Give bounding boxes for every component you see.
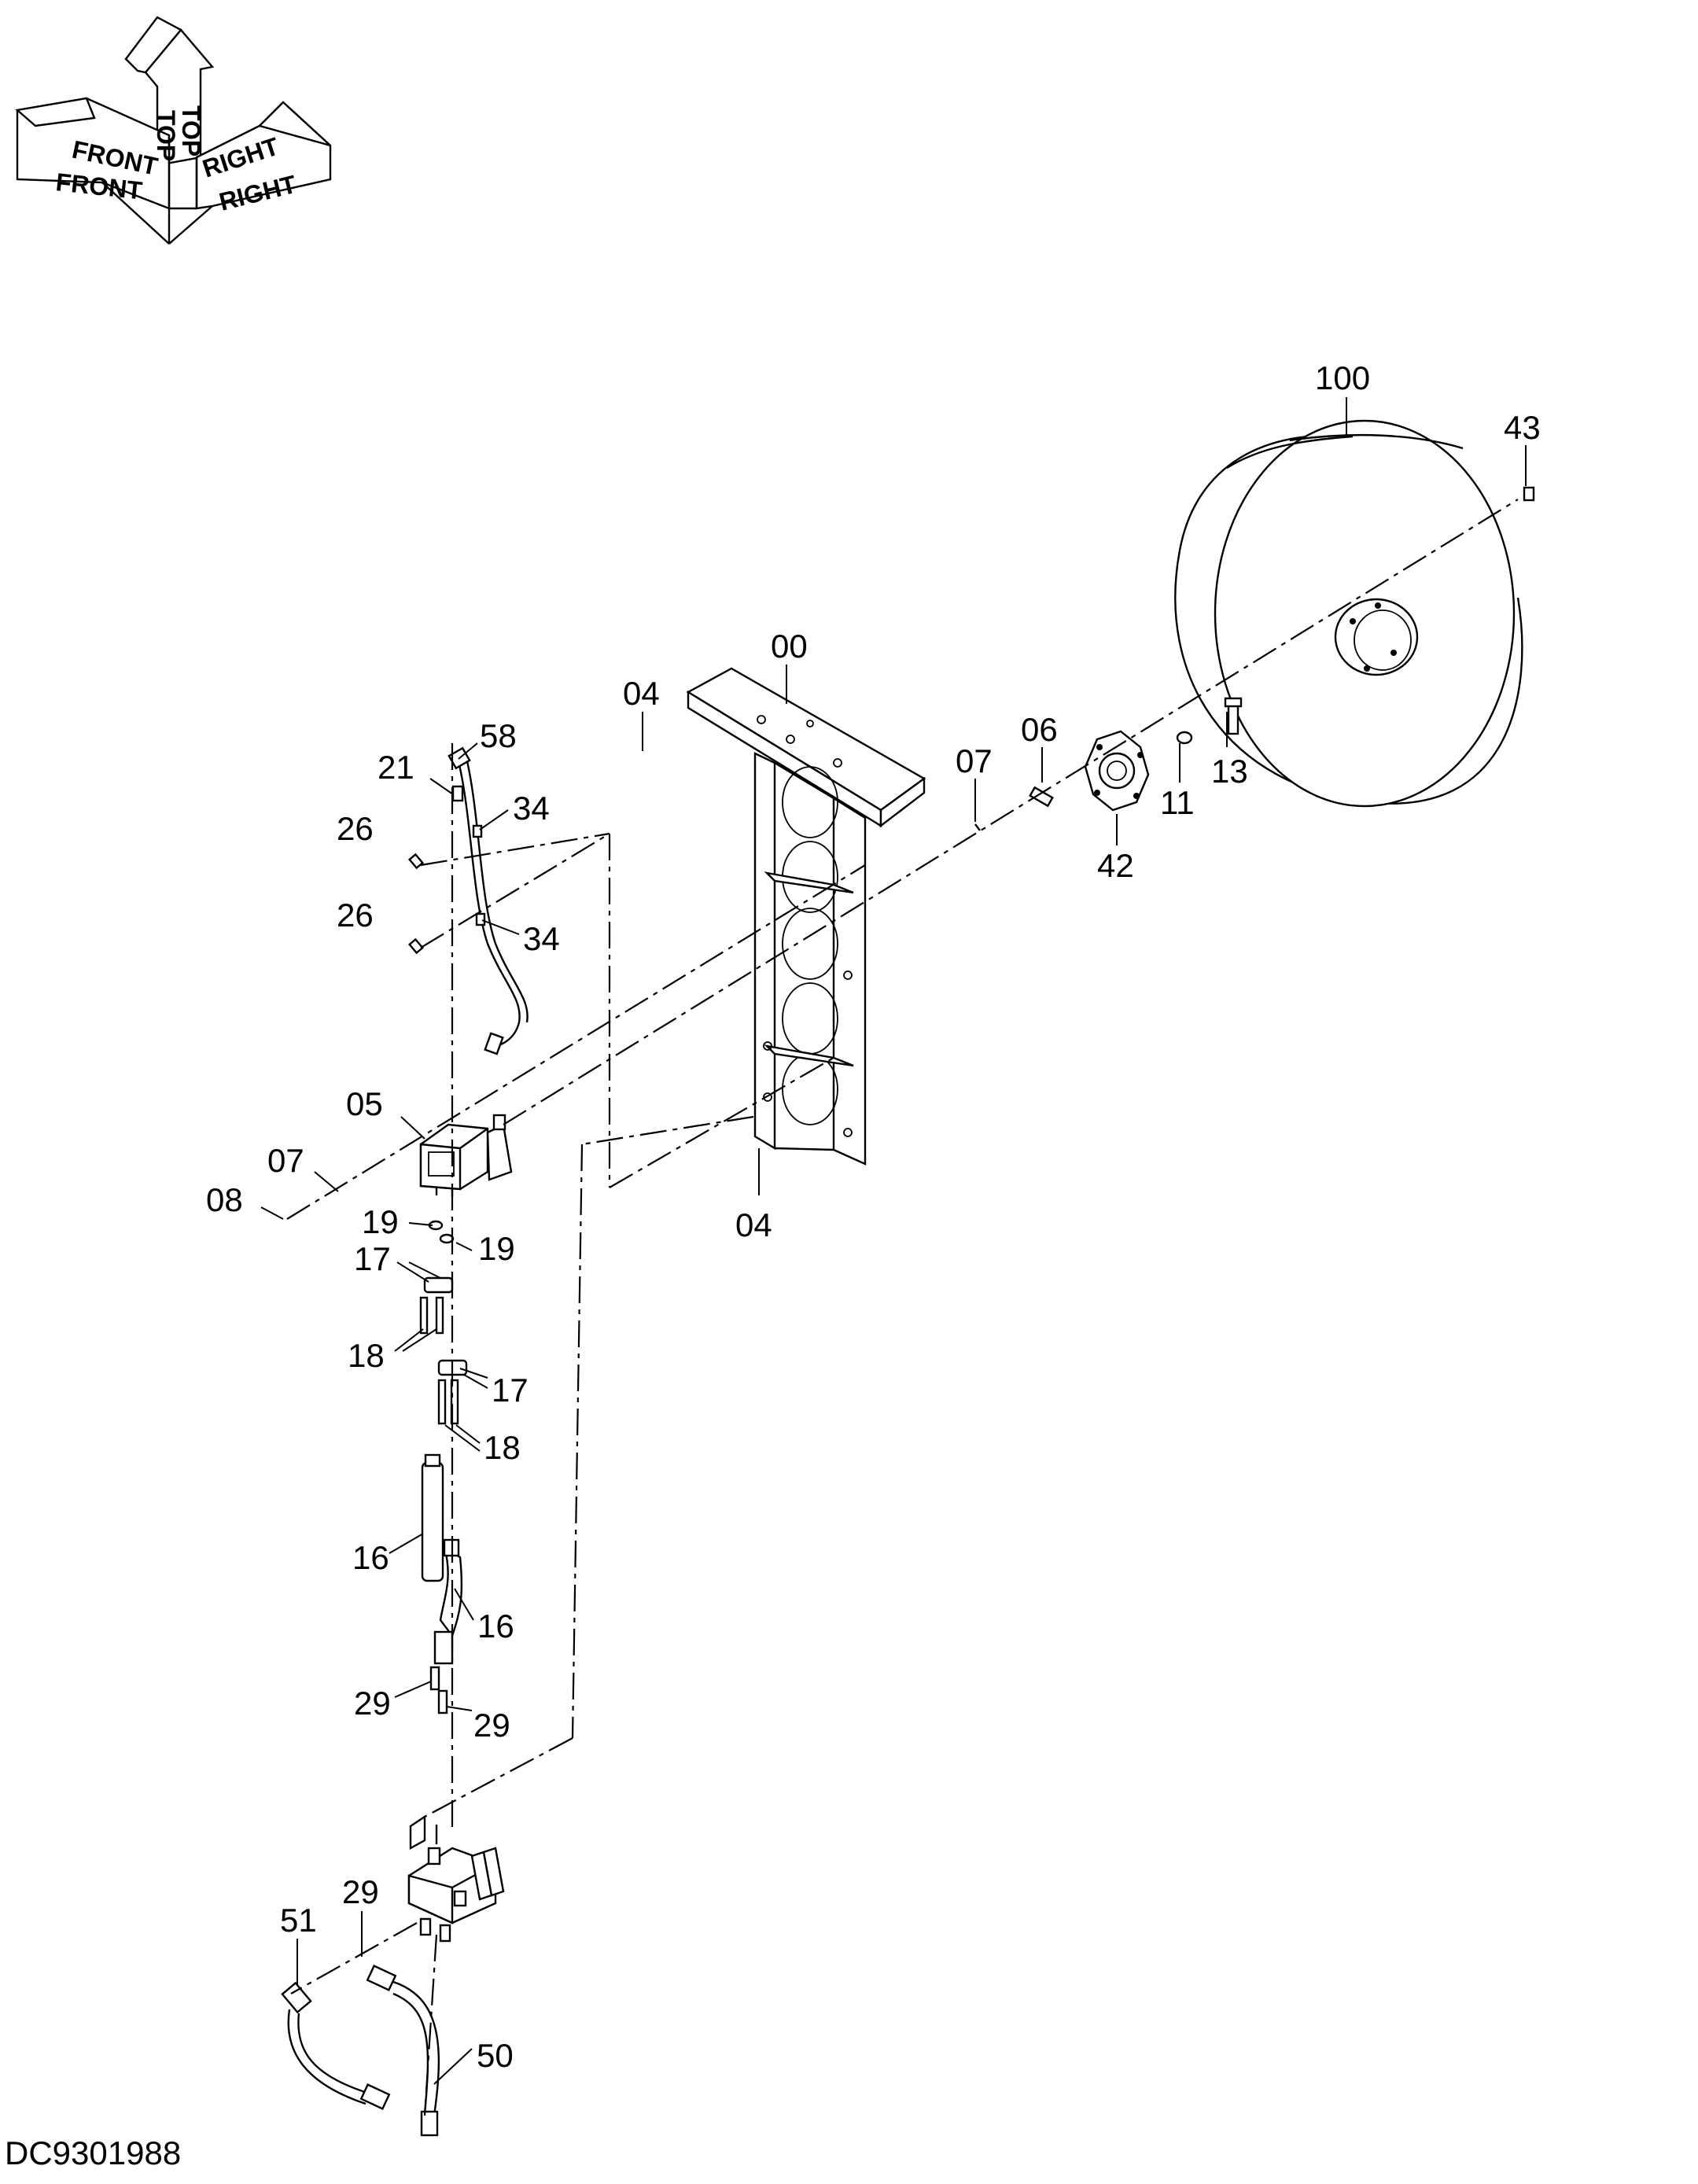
washer-part-11 — [1176, 731, 1193, 745]
callout-04-upper: 04 — [623, 675, 660, 712]
callout-50: 50 — [477, 2037, 514, 2074]
callout-07-upper: 07 — [956, 742, 993, 779]
callout-07-lower: 07 — [267, 1142, 304, 1179]
orientation-indicator: TOP TOP FRONT FRONT RIGHT RIGHT — [15, 16, 332, 245]
hose-part-50 — [366, 1965, 440, 2137]
callout-42: 42 — [1097, 847, 1134, 884]
drawing-id: DC9301988 — [5, 2134, 182, 2171]
callout-17-upper: 17 — [354, 1240, 391, 1277]
hose-part-51 — [281, 1981, 391, 2110]
screws-part-26 — [407, 853, 425, 955]
callout-18-upper: 18 — [348, 1337, 385, 1374]
callout-19-left: 19 — [362, 1203, 399, 1240]
wheel-part-100 — [1174, 419, 1523, 808]
callout-19-right: 19 — [478, 1230, 515, 1267]
hub-part-42 — [1084, 730, 1150, 812]
valve-block — [407, 1814, 505, 1943]
callout-43: 43 — [1504, 409, 1541, 446]
callout-51: 51 — [280, 1902, 317, 1939]
callout-34-lower: 34 — [523, 920, 560, 957]
callout-16-upper: 16 — [352, 1539, 389, 1576]
callout-21: 21 — [378, 749, 414, 786]
bracket-part-00 — [686, 667, 926, 1166]
callout-04-lower: 04 — [735, 1206, 772, 1243]
leader-lines — [260, 397, 1527, 2085]
callout-16-lower: 16 — [477, 1608, 514, 1644]
callout-08: 08 — [206, 1181, 243, 1218]
callout-11: 11 — [1160, 784, 1195, 821]
orientation-top-label-shadow: TOP — [177, 105, 205, 157]
orientation-top-label: TOP — [152, 110, 180, 161]
callout-100: 100 — [1315, 359, 1370, 396]
bolt-part-43 — [1523, 486, 1535, 502]
bolt-part-13 — [1224, 697, 1243, 735]
fittings-stack — [419, 1220, 468, 1714]
callout-00: 00 — [771, 628, 808, 665]
motor-part-05 — [419, 1114, 513, 1197]
pin-part-07-upper — [974, 823, 981, 831]
callout-labels: 100 43 00 04 06 07 11 13 42 58 21 34 26 … — [206, 359, 1541, 2074]
callout-29-right: 29 — [473, 1707, 510, 1744]
callout-26-upper: 26 — [337, 810, 374, 847]
callout-05: 05 — [346, 1085, 383, 1122]
callout-17-lower: 17 — [492, 1372, 529, 1409]
callout-26-lower: 26 — [337, 897, 374, 934]
callout-58: 58 — [480, 717, 517, 754]
assembly-center-lines — [286, 499, 1519, 2116]
callout-06: 06 — [1021, 711, 1058, 748]
callout-34-upper: 34 — [513, 790, 550, 827]
callout-13: 13 — [1211, 753, 1248, 790]
callout-29-bottom: 29 — [342, 1873, 379, 1910]
callout-29-left: 29 — [354, 1685, 391, 1722]
callout-18-lower: 18 — [484, 1429, 521, 1466]
bolt-part-06 — [1029, 786, 1054, 808]
